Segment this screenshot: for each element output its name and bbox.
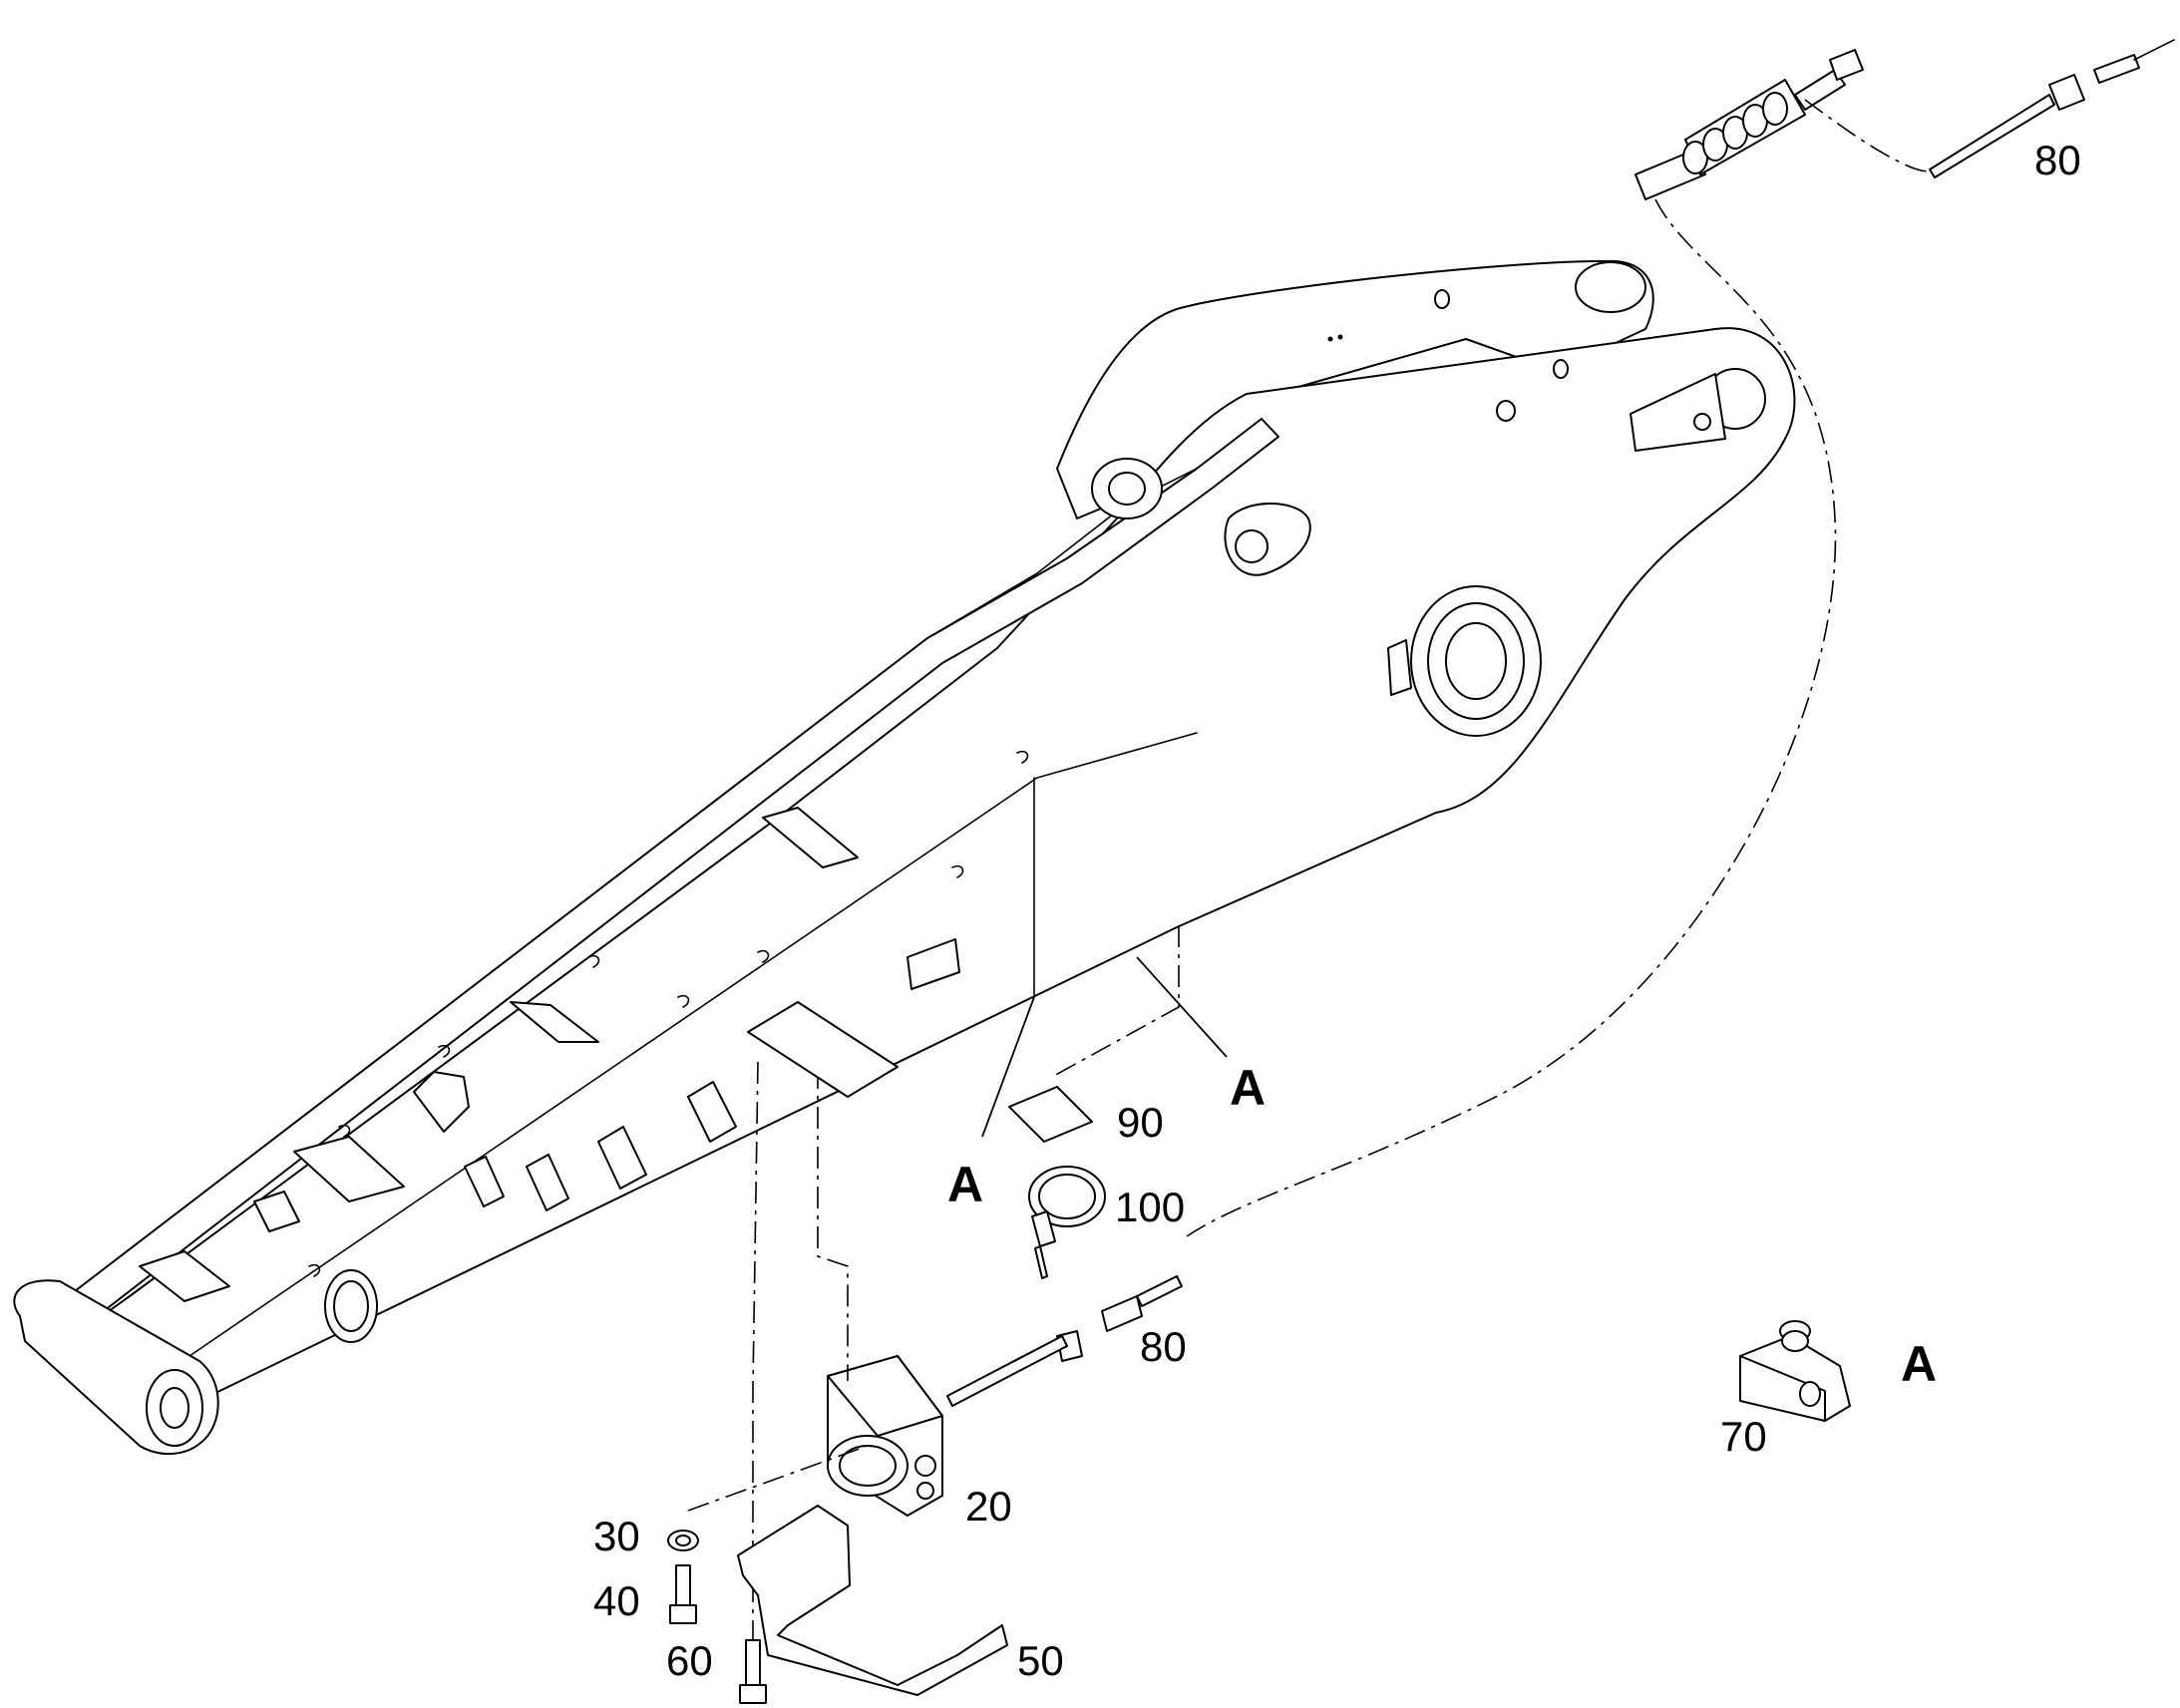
callout-60: 60: [666, 1637, 713, 1684]
hose-fitting-assembly: [1635, 39, 2175, 200]
bolt-short-part: [669, 1564, 697, 1624]
callout-90: 90: [1117, 1099, 1164, 1146]
bolt-long-part: [739, 1639, 767, 1704]
callout-40: 40: [593, 1577, 640, 1624]
cable-tie-part: [1028, 1166, 1106, 1279]
boom-arm: [13, 259, 1796, 1456]
callout-100: 100: [1115, 1184, 1185, 1230]
washer-part: [667, 1530, 699, 1551]
bracket-plate-top: [747, 1001, 899, 1098]
bracket-part: [737, 1505, 1008, 1696]
callout-80-mid: 80: [1140, 1323, 1187, 1370]
cable-route-line: [1186, 198, 1837, 1237]
sensor-rod-part: [946, 1275, 1183, 1407]
clamp-part: [1739, 1320, 1851, 1422]
housing-part: [827, 1355, 943, 1517]
callout-20: 20: [965, 1483, 1012, 1530]
callout-50: 50: [1017, 1637, 1064, 1684]
detail-a-leader-left: [981, 996, 1035, 1138]
detail-letter-a-right: A: [1230, 1060, 1266, 1116]
detail-letter-a-left: A: [947, 1157, 983, 1212]
detail-letter-a-detail: A: [1901, 1336, 1937, 1392]
pad-part: [1008, 1086, 1093, 1143]
detail-a-leader-right: [1136, 956, 1228, 1058]
callout-70: 70: [1720, 1413, 1767, 1460]
callout-30: 30: [593, 1513, 640, 1559]
callout-80-top: 80: [2034, 137, 2081, 183]
